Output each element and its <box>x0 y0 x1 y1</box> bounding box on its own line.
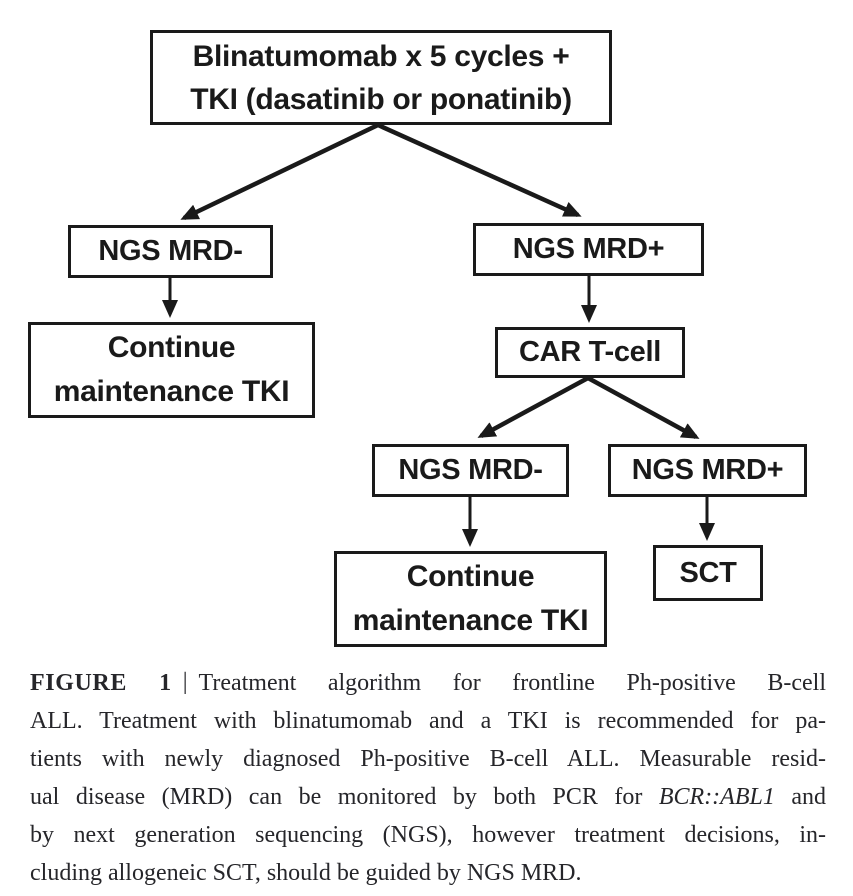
edge-cart-to-mrdneg2 <box>477 376 590 438</box>
node-sct: SCT <box>653 545 763 601</box>
figure-label: FIGURE 1 <box>30 670 172 696</box>
node-label: NGS MRD- <box>398 454 543 486</box>
caption-line-1: FIGURE 1 | Treatment algorithm for frontli… <box>30 664 826 702</box>
node-line2: maintenance TKI <box>352 604 589 637</box>
caption-line-1-text: Treatment algorithm for frontline Ph-pos… <box>198 670 827 696</box>
edge-root-to-mrdpos1 <box>377 122 582 218</box>
node-blinatumomab-tki: Blinatumomab x 5 cycles + TKI (dasatinib… <box>150 30 612 125</box>
edge-root-to-mrdneg1 <box>180 122 379 221</box>
node-ngs-mrd-positive-2: NGS MRD+ <box>608 444 807 497</box>
caption-line-5: by next generation sequencing (NGS), how… <box>30 822 826 848</box>
node-line1: Continue <box>107 331 236 364</box>
node-continue-maintenance-tki-2: Continue maintenance TKI <box>334 551 607 647</box>
gene-name-italic: BCR::ABL1 <box>658 784 775 810</box>
caption-line-2: ALL. Treatment with blinatumomab and a T… <box>30 708 826 734</box>
node-label: CAR T-cell <box>518 336 662 368</box>
node-continue-maintenance-tki-1: Continue maintenance TKI <box>28 322 315 418</box>
node-label: NGS MRD+ <box>512 233 665 265</box>
caption-line-4-post: and <box>791 784 826 810</box>
node-label: NGS MRD+ <box>631 454 784 486</box>
caption-separator: | <box>182 669 188 695</box>
node-line1: Continue <box>406 560 535 593</box>
node-root-line2: TKI (dasatinib or ponatinib) <box>190 82 572 116</box>
edge-cart-to-mrdpos2 <box>586 376 700 439</box>
node-car-t-cell: CAR T-cell <box>495 327 685 378</box>
node-label: SCT <box>679 556 737 589</box>
figure-caption: FIGURE 1 | Treatment algorithm for frontli… <box>30 664 826 892</box>
caption-line-6: cluding allogeneic SCT, should be guided… <box>30 860 582 886</box>
caption-line-4: ual disease (MRD) can be monitored by bo… <box>30 778 826 816</box>
node-label: NGS MRD- <box>98 235 243 267</box>
node-line2: maintenance TKI <box>53 375 290 408</box>
caption-line-4-pre: ual disease (MRD) can be monitored by bo… <box>30 784 643 810</box>
node-ngs-mrd-negative-1: NGS MRD- <box>68 225 273 278</box>
node-ngs-mrd-negative-2: NGS MRD- <box>372 444 569 497</box>
node-root-line1: Blinatumomab x 5 cycles + <box>192 39 570 73</box>
node-ngs-mrd-positive-1: NGS MRD+ <box>473 223 704 276</box>
caption-line-3: tients with newly diagnosed Ph-positive … <box>30 746 826 772</box>
